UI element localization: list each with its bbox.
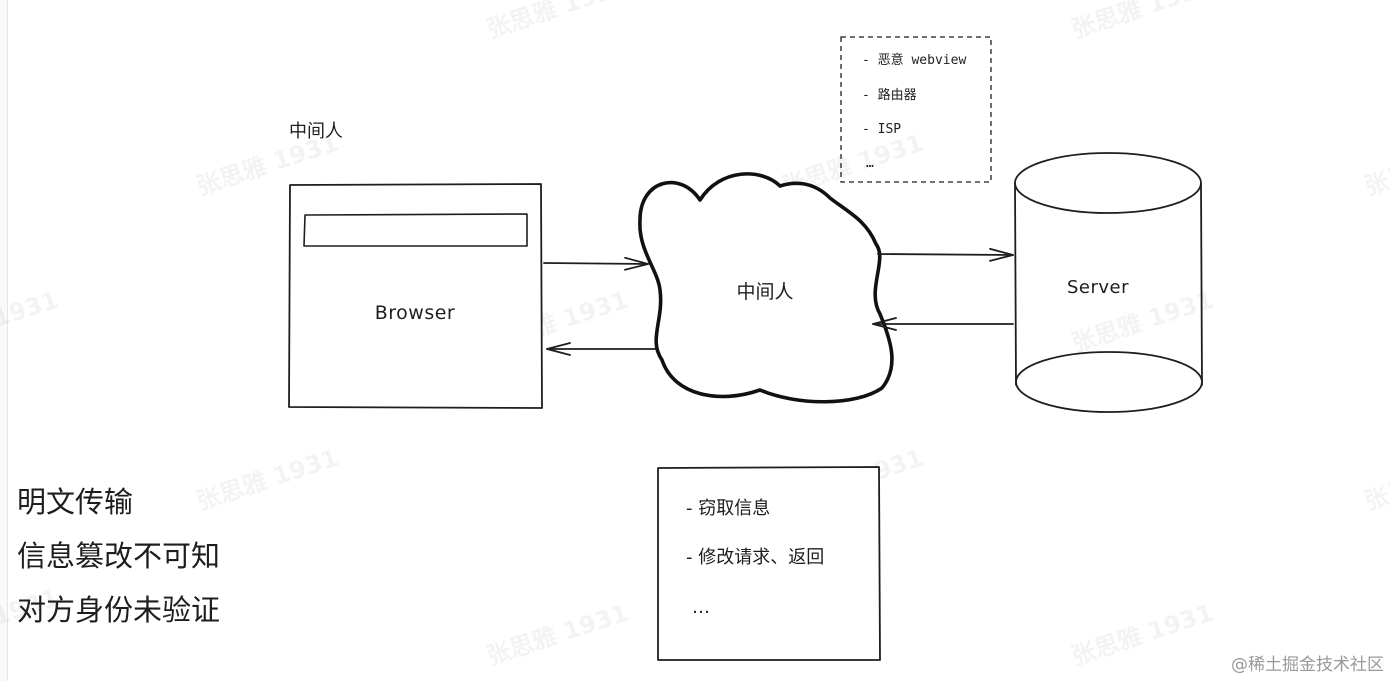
effects-list-item: … bbox=[692, 597, 710, 618]
browser-window: Browser bbox=[288, 183, 543, 409]
server-label: Server bbox=[1067, 277, 1129, 298]
watermark-text: 张思雅 1931 bbox=[1361, 444, 1390, 516]
watermark-text: 张思雅 1931 bbox=[1361, 129, 1390, 201]
source-list-item: - 路由器 bbox=[862, 87, 917, 103]
server-cylinder: Server bbox=[1014, 152, 1203, 413]
mitm-source-list: - 恶意 webview - 路由器 - ISP … bbox=[840, 36, 992, 183]
mitm-top-label: 中间人 bbox=[289, 121, 343, 142]
source-list-item: - ISP bbox=[862, 122, 901, 137]
watermark-text: 张思雅 1931 bbox=[0, 286, 62, 358]
watermark-text: 张思雅 1931 bbox=[1068, 599, 1217, 671]
effects-list-item: - 修改请求、返回 bbox=[686, 547, 824, 568]
left-gutter bbox=[0, 0, 8, 681]
arrow-mitm-to-server bbox=[877, 247, 1014, 262]
mitm-cloud-label: 中间人 bbox=[736, 281, 793, 303]
source-list-item: - 恶意 webview bbox=[862, 52, 966, 68]
summary-line-tamper: 信息篡改不可知 bbox=[17, 539, 221, 573]
summary-line-plaintext: 明文传输 bbox=[17, 485, 134, 519]
source-list-item: … bbox=[866, 156, 874, 171]
watermark-text: 张思雅 1931 bbox=[483, 599, 632, 671]
watermark-text: 张思雅 1931 bbox=[193, 444, 342, 516]
mitm-effects-list: - 窃取信息 - 修改请求、返回 … bbox=[657, 466, 881, 661]
effects-list-item: - 窃取信息 bbox=[686, 498, 770, 519]
watermark-text: 张思雅 1931 bbox=[1068, 0, 1217, 44]
browser-label: Browser bbox=[375, 302, 456, 324]
browser-address-bar bbox=[303, 213, 528, 247]
mitm-cloud: 中间人 bbox=[638, 172, 894, 404]
site-credit: @稀土掘金技术社区 bbox=[1231, 655, 1384, 675]
arrow-browser-to-mitm bbox=[543, 256, 649, 271]
summary-line-identity: 对方身份未验证 bbox=[17, 593, 221, 627]
watermark-text: 张思雅 1931 bbox=[483, 0, 632, 44]
